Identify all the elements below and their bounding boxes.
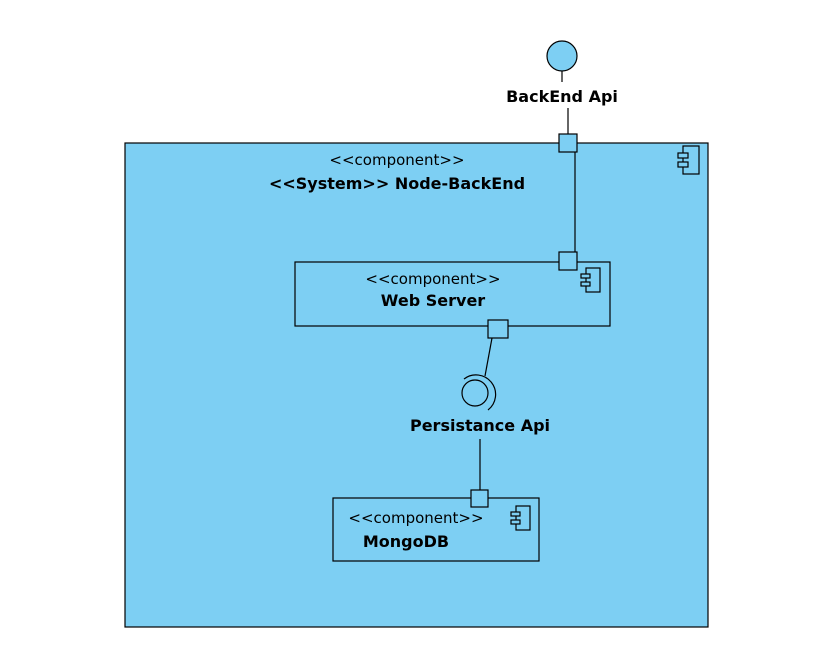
mongodb-name: MongoDB bbox=[363, 532, 449, 551]
component-icon bbox=[510, 505, 531, 531]
mongodb-component-box[interactable] bbox=[332, 497, 540, 562]
web-server-top-port[interactable] bbox=[558, 251, 578, 271]
persistance-api-ball[interactable] bbox=[461, 379, 489, 407]
backend-api-label: BackEnd Api bbox=[506, 87, 618, 106]
web-server-stereotype: <<component>> bbox=[365, 270, 500, 288]
system-stereotype: <<component>> bbox=[329, 151, 464, 169]
web-server-component-box[interactable] bbox=[294, 261, 611, 327]
web-server-name: Web Server bbox=[381, 291, 486, 310]
required-interface-connector bbox=[484, 337, 493, 377]
web-server-bottom-port[interactable] bbox=[487, 319, 509, 339]
mongodb-port[interactable] bbox=[470, 489, 489, 508]
persistance-api-socket bbox=[463, 374, 497, 411]
component-icon bbox=[580, 267, 601, 293]
mongodb-stereotype: <<component>> bbox=[348, 509, 483, 527]
component-icon bbox=[677, 145, 700, 175]
backend-api-interface-circle[interactable] bbox=[546, 40, 578, 72]
system-name: <<System>> Node-BackEnd bbox=[269, 174, 525, 193]
system-port[interactable] bbox=[558, 133, 578, 153]
persistance-api-label: Persistance Api bbox=[410, 416, 550, 435]
